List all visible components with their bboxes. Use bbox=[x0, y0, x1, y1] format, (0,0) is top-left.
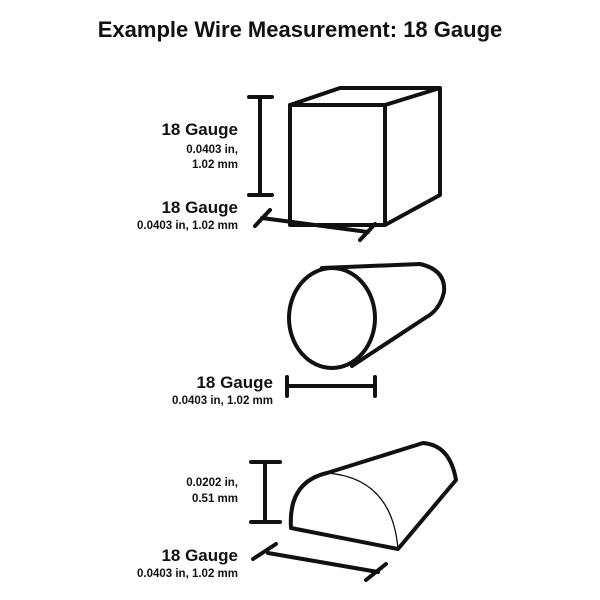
round-width-dimension bbox=[285, 375, 377, 398]
diagram-title: Example Wire Measurement: 18 Gauge bbox=[97, 17, 503, 42]
half-round-height-in: 0.0202 in, bbox=[186, 477, 238, 489]
square-height-dimension bbox=[247, 95, 274, 197]
square-height-in: 0.0403 in, bbox=[186, 144, 238, 156]
square-width-value: 0.0403 in, 1.02 mm bbox=[136, 220, 238, 232]
round-wire bbox=[287, 262, 447, 370]
half-round-width-value: 0.0403 in, 1.02 mm bbox=[136, 568, 238, 580]
square-width-gauge: 18 Gauge bbox=[161, 198, 238, 217]
half-round-width-gauge: 18 Gauge bbox=[161, 546, 238, 565]
half-round-width-dimension bbox=[251, 542, 388, 582]
square-wire bbox=[288, 86, 442, 227]
square-width-dimension bbox=[253, 208, 377, 242]
square-height-gauge: 18 Gauge bbox=[161, 120, 238, 139]
round-width-gauge: 18 Gauge bbox=[196, 373, 273, 392]
square-height-mm: 1.02 mm bbox=[191, 159, 238, 171]
half-round-height-dimension bbox=[249, 460, 282, 524]
half-round-wire bbox=[288, 441, 458, 551]
half-round-height-mm: 0.51 mm bbox=[191, 493, 238, 505]
round-width-value: 0.0403 in, 1.02 mm bbox=[171, 395, 273, 407]
